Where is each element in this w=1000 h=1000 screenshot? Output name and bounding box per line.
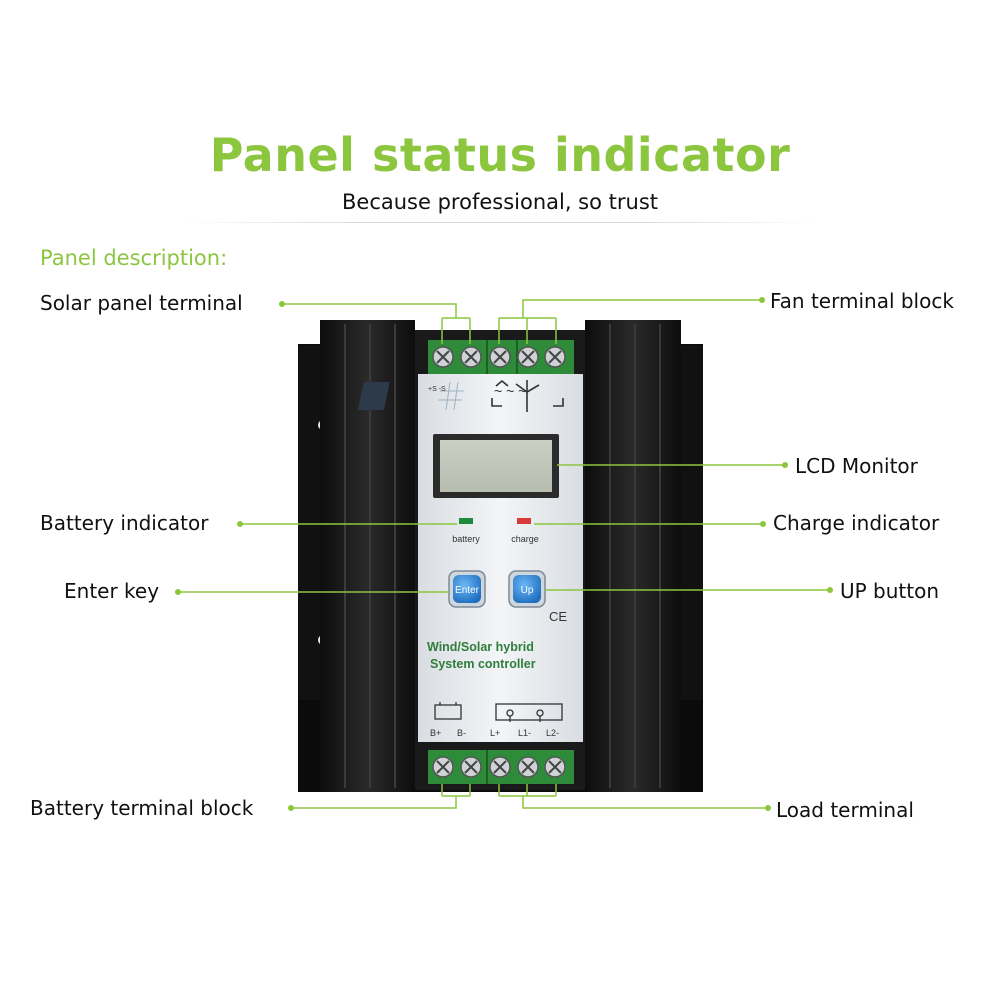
terminal-label-b-plus: B+	[430, 728, 441, 738]
dot-fan	[759, 297, 765, 303]
callout-battery-terminal-block: Battery terminal block	[30, 796, 254, 820]
charge-led-label: charge	[511, 534, 539, 544]
top-screw-5	[544, 346, 566, 368]
top-screw-1	[432, 346, 454, 368]
dot-enter	[175, 589, 181, 595]
dot-charge-indicator	[760, 521, 766, 527]
top-screw-3	[489, 346, 511, 368]
load-icon	[495, 703, 563, 722]
solar-panel-icon: +S -S	[357, 381, 464, 411]
dot-up	[827, 587, 833, 593]
bottom-screw-1	[432, 756, 454, 778]
top-screw-2	[460, 346, 482, 368]
enter-key[interactable]: Enter	[448, 570, 486, 608]
up-button-label: Up	[521, 585, 534, 596]
bottom-screw-5	[544, 756, 566, 778]
wind-turbine-icon: ~ ~ ~	[491, 379, 564, 412]
section-label: Panel description:	[40, 246, 228, 270]
callout-fan-terminal-block: Fan terminal block	[770, 289, 954, 313]
callout-enter-key: Enter key	[64, 579, 160, 603]
terminal-label-l-plus: L+	[490, 728, 500, 738]
solar-symbol-text: +S -S	[428, 386, 446, 393]
page-title: Panel status indicator	[209, 128, 791, 182]
faceplate	[418, 374, 583, 742]
dot-solar	[279, 301, 285, 307]
battery-icon	[434, 702, 462, 720]
lcd-monitor	[433, 434, 559, 498]
leader-battery-terminal	[291, 784, 471, 809]
dot-battery-terminal	[288, 805, 294, 811]
bottom-screw-4	[517, 756, 539, 778]
dot-lcd	[782, 462, 788, 468]
ce-mark: CE	[549, 609, 567, 624]
battery-led	[459, 518, 473, 524]
terminal-label-b-minus: B-	[457, 728, 466, 738]
top-screw-4	[517, 346, 539, 368]
battery-led-label: battery	[452, 534, 480, 544]
callout-charge-indicator: Charge indicator	[773, 511, 940, 535]
callout-up-button: UP button	[840, 579, 940, 603]
dot-battery-indicator	[237, 521, 243, 527]
callout-load-terminal: Load terminal	[776, 798, 914, 822]
title-divider	[180, 222, 820, 223]
charge-led	[517, 518, 531, 524]
callout-battery-indicator: Battery indicator	[40, 511, 209, 535]
terminal-label-l1-minus: L1-	[518, 728, 531, 738]
page-subtitle: Because professional, so trust	[342, 190, 658, 214]
wind-symbol-text: ~ ~ ~	[494, 383, 526, 399]
callout-solar-panel-terminal: Solar panel terminal	[40, 291, 243, 315]
enter-key-label: Enter	[455, 585, 480, 596]
device-name-line-1: Wind/Solar hybrid	[427, 640, 534, 654]
callout-lcd-monitor: LCD Monitor	[795, 454, 918, 478]
dot-load	[765, 805, 771, 811]
bottom-screw-3	[489, 756, 511, 778]
leader-fan	[498, 299, 762, 344]
bottom-screw-2	[460, 756, 482, 778]
leader-solar	[282, 303, 471, 344]
leader-load	[498, 784, 768, 809]
terminal-label-l2-minus: L2-	[546, 728, 559, 738]
up-button[interactable]: Up	[508, 570, 546, 608]
device-name-line-2: System controller	[430, 657, 536, 671]
